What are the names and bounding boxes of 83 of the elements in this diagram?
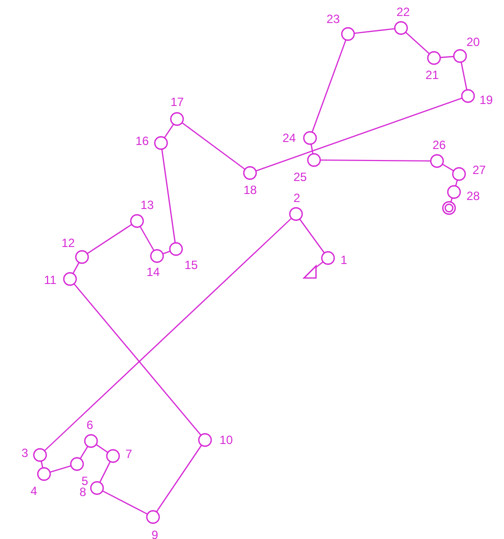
point-number: 24 (282, 131, 296, 145)
point-number: 13 (140, 198, 154, 212)
connector-line (320, 159, 431, 162)
connector-line (74, 283, 202, 436)
connector-line (354, 28, 395, 34)
connector-line (405, 32, 430, 54)
circle-marker (302, 130, 318, 146)
point-number: 28 (466, 189, 480, 203)
point-number: 11 (44, 273, 56, 287)
point-number: 17 (170, 95, 184, 109)
connector-line (312, 40, 346, 132)
point-number: 2 (294, 191, 300, 205)
point-number: 6 (86, 418, 94, 432)
point-number: 12 (62, 236, 75, 250)
connector-line (44, 218, 292, 452)
point-number: 20 (466, 35, 480, 49)
circle-marker (288, 206, 304, 222)
point-number: 9 (152, 528, 158, 539)
circle-marker (242, 165, 258, 181)
connector-line (140, 226, 154, 251)
point-number: 23 (326, 12, 340, 26)
connector-line (182, 122, 246, 170)
circle-marker (83, 433, 99, 449)
point-number: 26 (432, 138, 446, 152)
point-number: 7 (126, 447, 132, 461)
circle-marker (153, 135, 169, 151)
circle-marker (320, 250, 336, 266)
circle-marker (149, 248, 165, 264)
point-number: 1 (340, 253, 348, 267)
connector-line (442, 164, 454, 172)
circle-marker (129, 213, 145, 229)
connector-line (80, 446, 88, 460)
point-number: 22 (396, 5, 410, 19)
circle-marker (105, 448, 121, 464)
point-number: 14 (146, 265, 160, 279)
circle-marker (429, 153, 445, 169)
circle-marker (36, 466, 52, 482)
circle-marker (145, 509, 161, 525)
point-number: 25 (294, 170, 307, 184)
point-number: 4 (30, 484, 38, 498)
circle-marker (62, 271, 78, 287)
circle-marker (460, 88, 476, 104)
point-number: 3 (22, 446, 28, 460)
connector-line (164, 124, 174, 138)
circle-marker (168, 241, 184, 257)
point-number: 10 (220, 433, 233, 447)
connector-line (102, 490, 148, 515)
connector-line (314, 261, 324, 269)
circle-marker (306, 152, 322, 168)
connector-line (156, 444, 202, 512)
point-number: 27 (472, 163, 486, 177)
connector-line (460, 62, 468, 90)
point-number: 15 (184, 258, 198, 272)
circle-marker (393, 20, 409, 36)
connector-line (50, 465, 72, 473)
circle-marker (74, 249, 90, 265)
point-number: 21 (426, 68, 439, 82)
connector-line (72, 262, 80, 274)
circle-marker (169, 111, 185, 127)
point-number: 18 (244, 183, 257, 197)
connector-line (440, 56, 454, 58)
circle-marker (446, 184, 462, 200)
circle-marker (89, 480, 105, 496)
connector-line (86, 224, 132, 254)
point-number: 8 (80, 485, 86, 499)
circle-marker (451, 166, 467, 182)
point-number: 19 (480, 93, 493, 107)
circle-marker (340, 26, 356, 42)
connector-line (96, 444, 108, 453)
connector-line (310, 144, 314, 154)
circle-marker (197, 432, 213, 448)
connector-line (299, 218, 325, 254)
circle-marker (452, 48, 468, 64)
circle-marker (69, 456, 85, 472)
point-number: 5 (82, 474, 88, 488)
connector-line (161, 149, 176, 243)
triangle-marker (302, 264, 318, 280)
circle-marker (426, 50, 442, 66)
point-number: 16 (136, 134, 149, 148)
connector-line (99, 461, 111, 483)
connector-line (256, 98, 462, 172)
circle-marker (32, 447, 48, 463)
double-circle-marker (441, 200, 457, 216)
